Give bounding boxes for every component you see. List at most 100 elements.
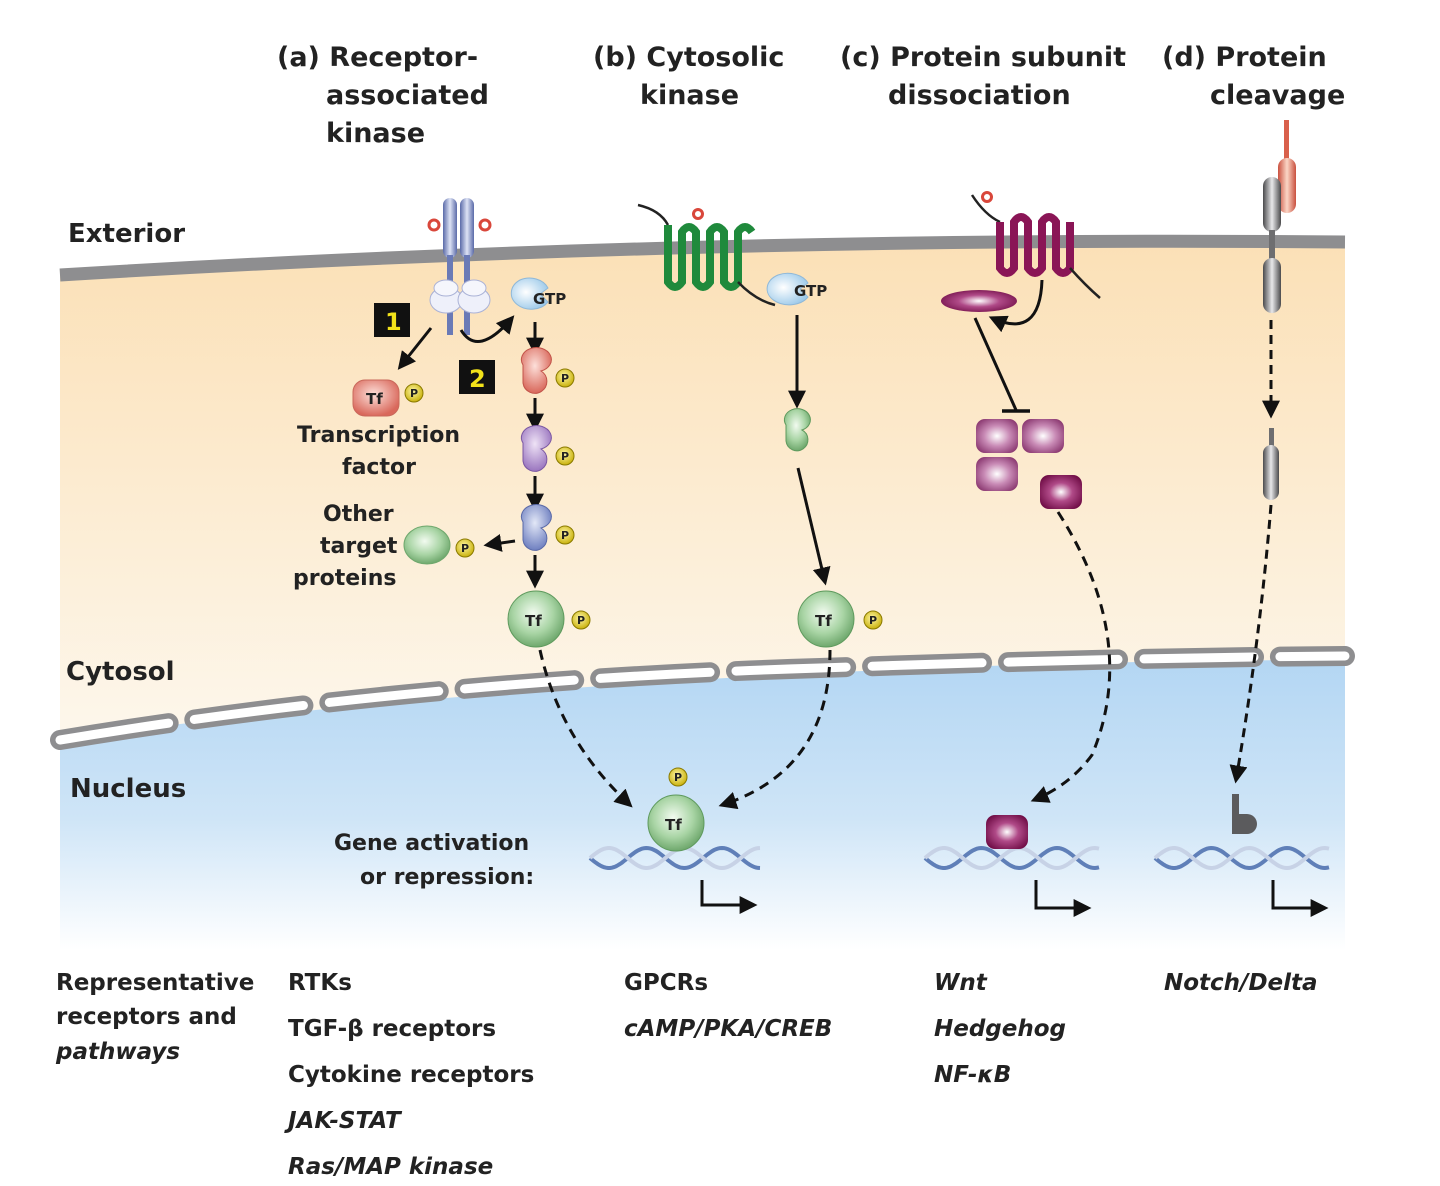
complex-subunit-icon <box>976 419 1018 453</box>
pathway-c <box>941 191 1112 803</box>
g-protein-icon <box>766 272 809 306</box>
kinase-green-icon <box>783 408 811 452</box>
footer-heading-2: receptors and <box>56 1004 237 1030</box>
pathway-b: GTP Tf P <box>637 203 883 810</box>
kinase-blue-icon <box>520 504 552 551</box>
dna-helix-icon <box>923 845 1100 871</box>
other-targets-label-1: Other <box>323 502 394 527</box>
phosphate-icon <box>863 610 883 630</box>
step-1-badge <box>374 303 410 337</box>
pathway-item: JAK-STAT <box>284 1108 403 1134</box>
tf-green-icon <box>507 590 565 648</box>
pathway-item: Notch/Delta <box>1164 970 1318 996</box>
svg-text:P: P <box>461 542 469 555</box>
frizzled-receptor-icon <box>996 213 1074 277</box>
delta-ligand-icon <box>1278 158 1296 213</box>
phosphate-icon <box>555 368 575 388</box>
header-b-line1: (b) Cytosolic <box>593 42 784 73</box>
exterior-label: Exterior <box>68 219 185 249</box>
transcription-start-arrow <box>700 880 758 914</box>
g-protein-icon <box>510 277 549 310</box>
released-subunit-icon <box>1040 475 1082 509</box>
svg-text:P: P <box>674 771 682 784</box>
nuclear-tf-icon <box>647 794 705 852</box>
complex-subunit-icon <box>1022 419 1064 453</box>
phosphate-icon <box>668 767 688 787</box>
pathway-item: Cytokine receptors <box>288 1062 534 1088</box>
pathway-item: RTKs <box>288 970 352 996</box>
ligand-icon <box>427 218 441 232</box>
gtp-label-b: GTP <box>794 282 827 300</box>
ligand-icon <box>478 218 492 232</box>
phosphate-icon <box>571 610 591 630</box>
svg-text:Tf: Tf <box>665 816 682 834</box>
svg-text:P: P <box>410 387 418 400</box>
svg-text:P: P <box>561 529 569 542</box>
gtp-label-a: GTP <box>533 290 566 308</box>
pathway-item: Wnt <box>934 970 988 996</box>
svg-text:P: P <box>561 450 569 463</box>
transcription-start-arrow <box>1271 880 1329 917</box>
phosphate-icon <box>455 538 475 558</box>
phosphate-icon <box>555 446 575 466</box>
pathway-item: cAMP/PKA/CREB <box>624 1016 832 1042</box>
gene-activation-label-1: Gene activation <box>334 831 529 856</box>
tf-label: Tf <box>366 390 383 408</box>
header-a-line2: associated <box>326 80 489 111</box>
other-targets-label-3: proteins <box>293 566 396 591</box>
step-1-label: 1 <box>385 308 402 336</box>
svg-text:Tf: Tf <box>815 612 832 630</box>
dna-helix-icon <box>1153 845 1330 871</box>
notch-intracellular-icon <box>1263 258 1281 313</box>
svg-text:P: P <box>577 614 585 627</box>
header-b-line2: kinase <box>640 80 739 111</box>
target-protein-icon <box>403 525 451 565</box>
footer-heading-1: Representative <box>56 970 254 996</box>
transcription-start-arrow <box>1034 880 1092 917</box>
header-d-line1: (d) Protein <box>1162 42 1327 73</box>
nucleus-label: Nucleus <box>70 774 186 804</box>
pathway-a: GTP 1 2 Tf P Transcription factor P P <box>293 198 633 808</box>
tf-green-icon <box>797 590 855 648</box>
kinase-red-icon <box>520 347 552 394</box>
cytosol-region <box>60 239 1345 740</box>
nucleus-region <box>60 660 1345 950</box>
step-2-label: 2 <box>469 365 486 393</box>
pathway-d <box>1229 120 1296 784</box>
pathway-item: TGF-β receptors <box>288 1016 496 1042</box>
phosphate-icon <box>555 525 575 545</box>
notch-receptor-icon <box>1263 177 1281 232</box>
svg-text:P: P <box>561 372 569 385</box>
representative-pathways: Representative receptors and pathways RT… <box>55 970 1318 1180</box>
transcription-factor-label-1: Transcription <box>297 423 460 448</box>
gene-activation-label-2: or repression: <box>360 865 534 890</box>
pathway-item: Ras/MAP kinase <box>288 1154 493 1180</box>
nuclear-subunit-icon <box>986 815 1028 849</box>
kinase-violet-icon <box>520 425 552 472</box>
footer-heading-3: pathways <box>55 1039 180 1065</box>
column-headers: (a) Receptor- associated kinase (b) Cyto… <box>277 42 1345 149</box>
pathway-item: NF-κB <box>934 1062 1011 1088</box>
receptor-dimer-icon <box>429 198 491 335</box>
svg-text:P: P <box>869 614 877 627</box>
transcription-factor-icon <box>352 379 400 417</box>
pathway-item: GPCRs <box>624 970 708 996</box>
nuclear-notch-fragment-icon <box>1232 794 1257 834</box>
plasma-membrane <box>59 234 1346 282</box>
cytosol-label: Cytosol <box>66 657 175 687</box>
other-targets-label-2: target <box>320 534 398 559</box>
header-d-line2: cleavage <box>1210 80 1345 111</box>
inhibitor-protein-icon <box>941 290 1017 312</box>
transcription-factor-label-2: factor <box>342 455 416 480</box>
header-a-line3: kinase <box>326 118 425 149</box>
cleaved-fragment-icon <box>1263 445 1279 500</box>
header-a-line1: (a) Receptor- <box>277 42 478 73</box>
step-2-badge <box>459 360 495 394</box>
complex-subunit-icon <box>976 457 1018 491</box>
pathway-item: Hedgehog <box>934 1016 1066 1042</box>
gpcr-receptor-icon <box>664 223 756 291</box>
header-c-line2: dissociation <box>888 80 1071 111</box>
svg-text:Tf: Tf <box>525 612 542 630</box>
ligand-icon <box>692 208 704 220</box>
